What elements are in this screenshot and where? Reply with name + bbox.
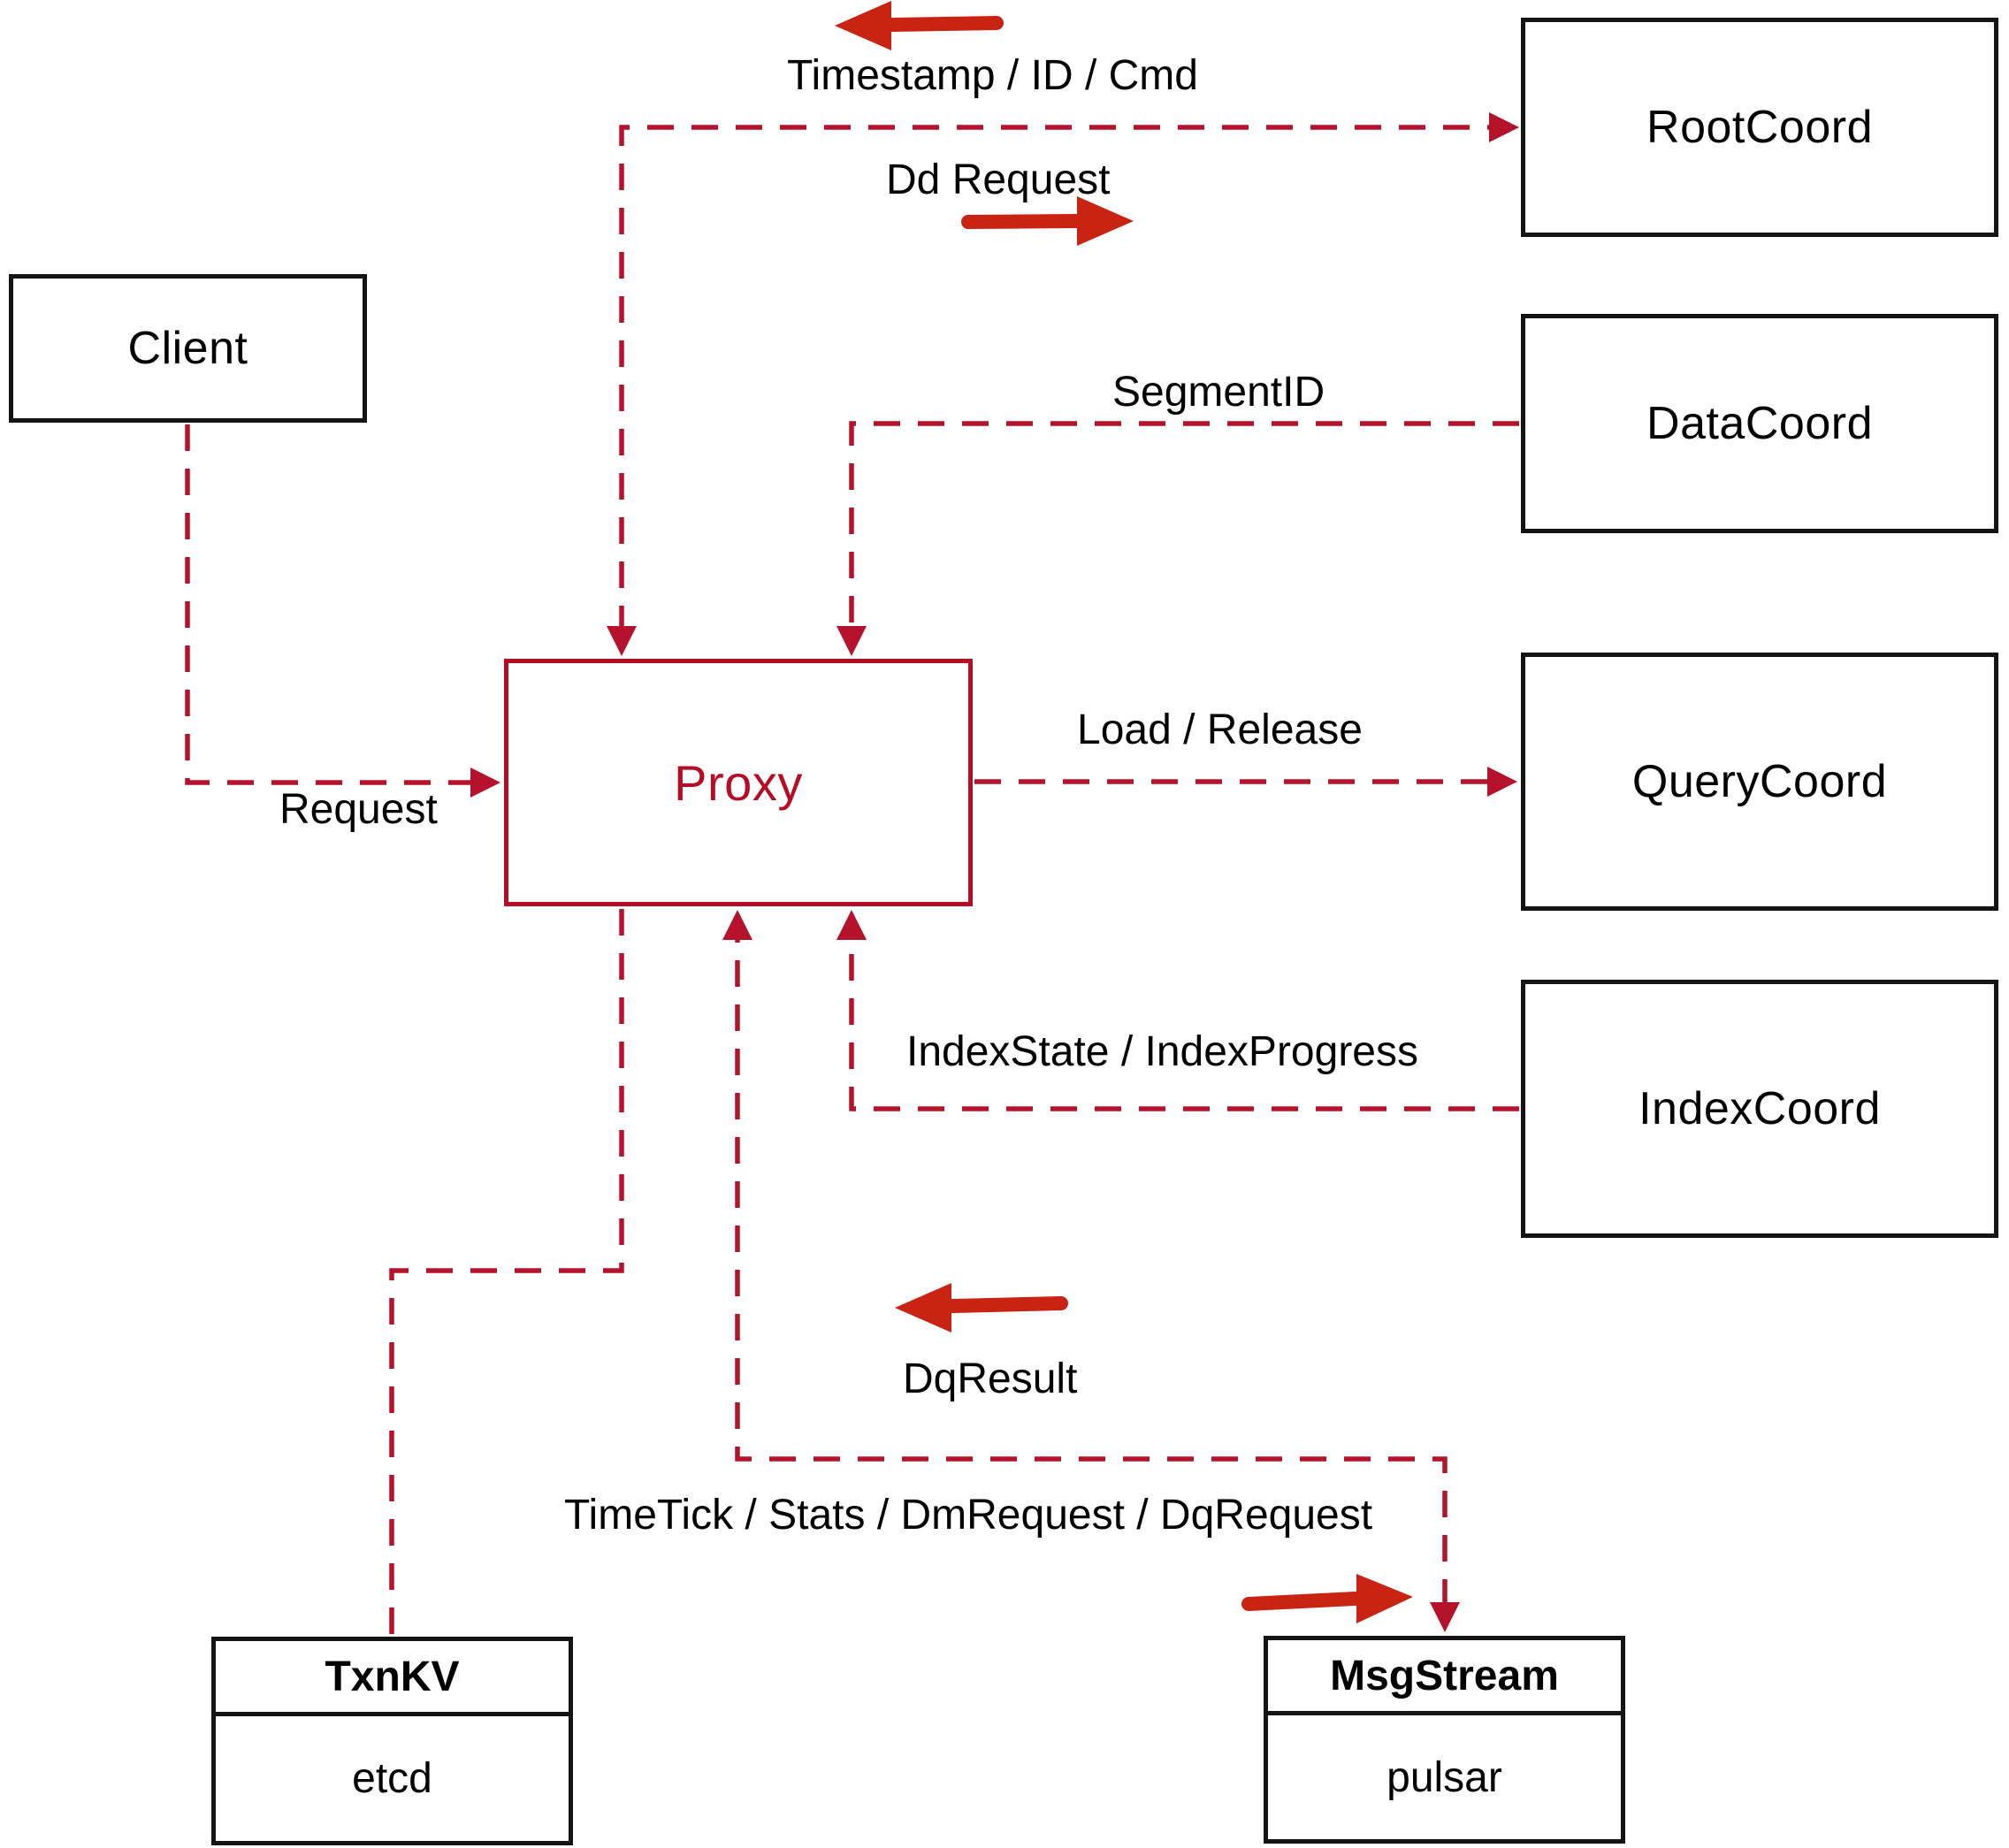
edge-client-proxy — [185, 424, 493, 785]
edge-proxy-txnkv — [389, 909, 624, 1634]
arrowhead-into-proxy-left — [470, 767, 500, 798]
node-txnkv-title: TxnKV — [216, 1641, 569, 1716]
node-datacoord-label: DataCoord — [1646, 398, 1873, 449]
edge-label-timestamp-id-cmd: Timestamp / ID / Cmd — [787, 52, 1198, 99]
edge-label-segmentid: SegmentID — [1112, 369, 1325, 416]
node-client-label: Client — [127, 323, 248, 374]
edge-datacoord-proxy — [849, 421, 1519, 651]
arrowhead-into-proxy-bottom-right — [836, 910, 867, 940]
node-rootcoord: RootCoord — [1521, 18, 1998, 237]
node-txnkv-subtitle: etcd — [352, 1755, 432, 1802]
node-datacoord: DataCoord — [1521, 314, 1998, 533]
node-indexcoord-label: IndexCoord — [1639, 1083, 1881, 1134]
node-indexcoord: IndexCoord — [1521, 980, 1998, 1238]
direction-arrow-right-timetick — [1241, 1574, 1413, 1623]
edge-proxy-msgstream — [735, 916, 1448, 1627]
node-msgstream: MsgStream pulsar — [1264, 1636, 1625, 1844]
arrowhead-into-proxy-bottom-left — [722, 910, 752, 940]
direction-arrow-left-dqresult — [895, 1283, 1068, 1333]
direction-arrow-right-dd-request — [961, 196, 1134, 246]
arrowhead-into-rootcoord — [1489, 112, 1519, 142]
node-querycoord-label: QueryCoord — [1631, 756, 1888, 807]
node-client: Client — [9, 274, 367, 423]
node-querycoord: QueryCoord — [1521, 653, 1998, 911]
edge-rootcoord-proxy — [619, 125, 1514, 651]
edge-label-indexstate-indexprogress: IndexState / IndexProgress — [906, 1028, 1418, 1075]
edge-label-request: Request — [279, 786, 438, 833]
edge-label-dqresult: DqResult — [903, 1355, 1078, 1402]
edge-label-dd-request: Dd Request — [886, 157, 1111, 203]
edge-indexcoord-proxy — [849, 916, 1519, 1111]
node-proxy-label: Proxy — [674, 754, 803, 811]
node-rootcoord-label: RootCoord — [1646, 102, 1873, 153]
node-txnkv: TxnKV etcd — [211, 1637, 573, 1845]
edge-label-timetick-stats: TimeTick / Stats / DmRequest / DqRequest — [564, 1492, 1373, 1539]
arrowhead-into-proxy-top-right — [836, 626, 867, 656]
node-msgstream-title: MsgStream — [1268, 1640, 1621, 1715]
node-proxy: Proxy — [504, 659, 973, 906]
direction-arrow-left-timestamp — [835, 1, 1004, 50]
arrowhead-into-querycoord — [1487, 767, 1517, 797]
arrowhead-into-proxy-top-left — [607, 626, 637, 656]
arrowhead-into-msgstream — [1430, 1602, 1460, 1632]
edge-label-load-release: Load / Release — [1077, 706, 1363, 753]
node-msgstream-subtitle: pulsar — [1386, 1753, 1502, 1801]
